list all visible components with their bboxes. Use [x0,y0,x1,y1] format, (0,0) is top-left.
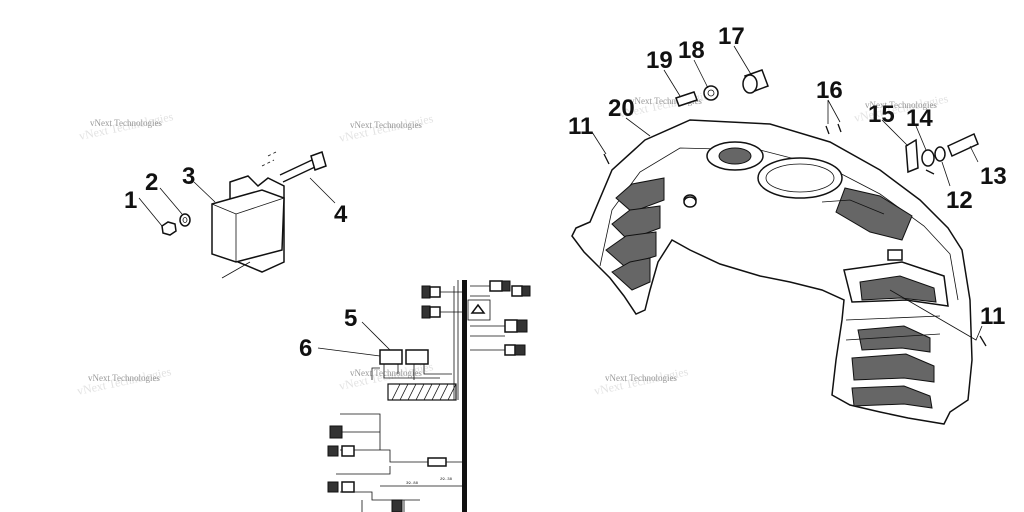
bracket-tab [221,261,251,279]
upper-connectors [421,280,531,356]
relay-6 [405,349,429,365]
watermark: vNext Technologies [90,118,162,128]
leader-2 [159,187,183,215]
watermark: vNext Technologies [630,96,702,106]
callout-1: 1 [124,187,137,214]
watermark: vNext Technologies [88,373,160,383]
lower-harness: 39.88 29.38 [327,413,462,512]
callout-16: 16 [816,77,843,104]
gauge-ring-center [765,163,835,193]
leader-3 [193,181,216,203]
callout-3: 3 [182,163,195,190]
watermark: vNext Technologies [350,120,422,130]
switch-part [905,138,919,174]
callout-14: 14 [906,105,933,132]
callout-13: 13 [980,163,1007,190]
dash-panel [571,119,973,425]
callout-11a: 11 [568,113,593,140]
harness-bracket [387,383,457,401]
key-part [675,91,698,107]
gauge-opening-center [757,157,843,199]
right-leaders [591,45,983,341]
watermark: vNext Technologies [605,373,677,383]
watermark: vNext Technologies [865,100,937,110]
lock-nut-part [703,85,719,101]
callouts: 1 2 3 4 5 6 11 11 12 13 14 15 16 17 18 1… [124,23,1007,362]
leader-6 [317,347,381,357]
callout-5: 5 [344,305,357,332]
regulator-box [211,189,285,263]
harness-trunk [462,280,467,512]
gauge-recess-left [718,147,752,165]
relay-5 [379,349,403,365]
screw-11b [979,335,987,347]
bolt-part [261,151,327,183]
relay-group [371,349,452,380]
gauge-opening-right [835,187,913,241]
left-vent [605,177,665,291]
callout-12: 12 [946,187,973,214]
label-plate [887,249,903,261]
pin-part [925,169,935,175]
harness-label: 39.88 [406,482,419,486]
callout-2: 2 [145,169,158,196]
callout-18: 18 [678,37,705,64]
callout-19: 19 [646,47,673,74]
o-ring-part [934,146,946,162]
box-edge [211,197,285,262]
regulator-assembly [138,151,336,279]
leader-4 [309,177,336,204]
callout-20: 20 [608,95,635,122]
leader-1 [138,197,163,227]
watermark: vNext Technologies [350,368,422,378]
bolt-13 [947,132,979,158]
lock-nut-hole [707,89,715,97]
leader-5 [361,321,391,351]
callout-4: 4 [334,201,348,228]
harness-label: 29.38 [440,478,453,482]
callout-17: 17 [718,23,745,50]
callout-6: 6 [299,335,312,362]
screw-11a [603,153,610,165]
washer-part [179,213,191,227]
knob-socket [683,196,697,208]
small-parts [603,69,987,347]
bushing-end [742,74,758,94]
right-glovebox [843,261,949,409]
washer-hole [182,217,188,223]
nut-part [161,221,177,236]
screw-16 [825,123,842,135]
wiring-harness: 39.88 29.38 [317,280,531,512]
panel-ridge [821,199,885,215]
callout-11b: 11 [980,303,1005,330]
washer-14 [921,149,935,167]
callout-15: 15 [868,101,895,128]
